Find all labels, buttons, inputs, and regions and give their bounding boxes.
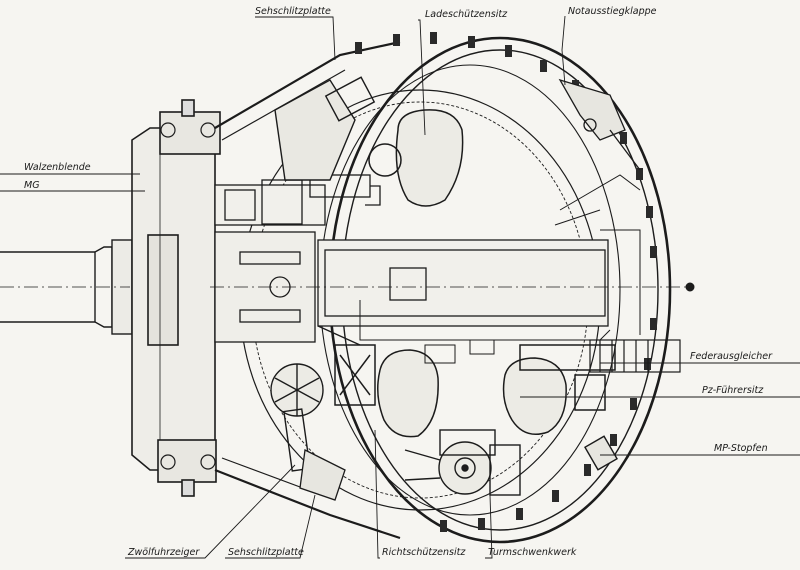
label-sehschlitzplatte-top: Sehschlitzplatte	[255, 6, 331, 17]
leader-sehschlitzplatte-bottom	[225, 494, 316, 559]
leader-notausstiegklappe	[561, 15, 566, 86]
label-federausgleicher: Federausgleicher	[690, 351, 773, 362]
commander-seat	[502, 344, 616, 435]
mantlet	[131, 99, 221, 497]
label-sehschlitzplatte-bottom: Sehschlitzplatte	[228, 547, 304, 558]
leader-turmschwenkwerk	[485, 494, 493, 559]
gun-breech	[210, 174, 690, 346]
internal-details	[424, 129, 695, 364]
gun-barrel	[0, 239, 133, 335]
traverse-gear	[404, 429, 521, 496]
label-mp-stopfen: MP-Stopfen	[714, 443, 768, 454]
spring-equilibrator	[589, 339, 681, 373]
vision-block-top	[274, 76, 376, 181]
vision-block-bottom	[299, 449, 346, 501]
label-notausstiegklappe: Notausstiegklappe	[568, 6, 657, 17]
label-ladeschuetzensitz: Ladeschützensitz	[425, 9, 508, 20]
label-zwoelfuhrzeiger: Zwölfuhrzeiger	[127, 547, 200, 558]
leader-ladeschuetzensitz	[418, 19, 426, 136]
escape-hatch	[558, 78, 626, 141]
leader-richtschuetzensitz	[374, 429, 380, 559]
label-mg: MG	[24, 180, 40, 191]
label-turmschwenkwerk: Turmschwenkwerk	[488, 547, 577, 558]
label-walzenblende: Walzenblende	[24, 162, 91, 173]
leader-sehschlitzplatte-top	[255, 16, 336, 61]
loader-seat	[368, 109, 464, 207]
label-richtschuetzensitz: Richtschützensitz	[382, 547, 466, 558]
pistol-port	[584, 435, 618, 471]
clock-indicator	[270, 363, 324, 472]
gunner-seat	[334, 344, 439, 438]
leader-lines	[0, 15, 800, 559]
label-pz-fuehrersitz: Pz-Führersitz	[702, 385, 764, 396]
leader-zwoelfuhrzeiger	[125, 464, 296, 559]
